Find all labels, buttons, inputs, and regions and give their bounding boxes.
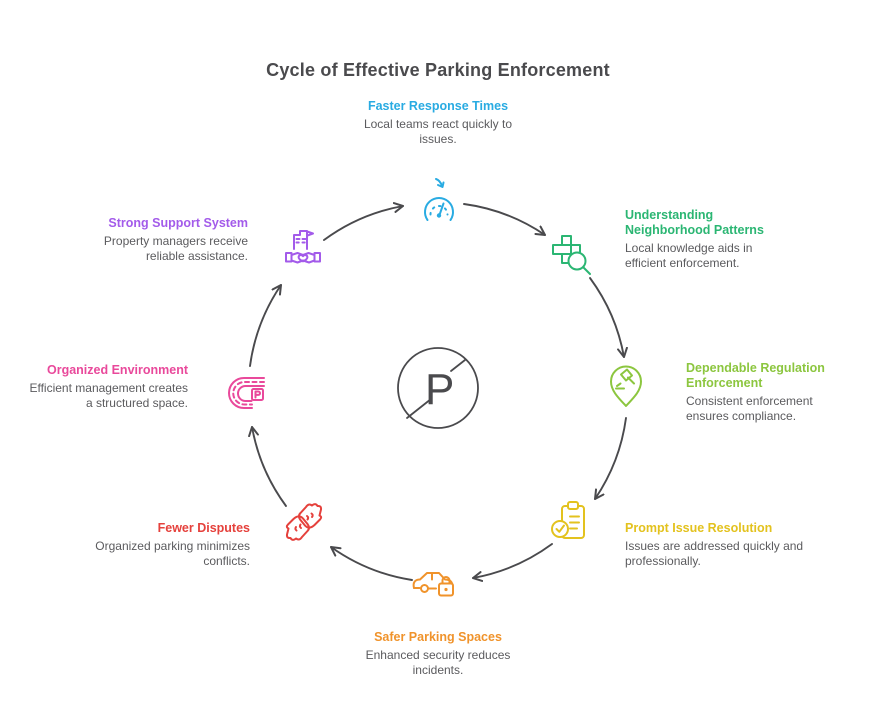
node-title: Fewer Disputes [157,521,250,535]
node-prompt-issue-resolution: Prompt Issue Resolution Issues are addre… [625,521,805,569]
node-description: Enhanced security reduces incidents. [365,648,511,677]
node-title: Dependable Regulation Enforcement [686,361,825,390]
arrow-right-to-bottomright [594,417,627,500]
speedometer-icon [410,176,466,228]
node-description: Efficient management creates a structure… [29,381,188,410]
node-strong-support-system: Strong Support System Property managers … [93,216,248,264]
arrow-bottomright-to-bottom [472,543,553,582]
building-handshake-icon [279,227,327,275]
node-description: Local knowledge aids in efficient enforc… [625,241,753,270]
node-understanding-neighborhood-patterns: Understanding Neighborhood Patterns Loca… [625,208,783,271]
node-title: Organized Environment [47,363,188,377]
node-faster-response-times: Faster Response Times Local teams react … [353,99,523,147]
arrow-bottomleft-to-left [248,426,287,507]
arrow-topright-to-right [589,277,628,358]
conflict-fists-icon [280,498,328,546]
checklist-clipboard-icon [548,499,596,547]
node-description: Property managers receive reliable assis… [103,234,248,263]
node-dependable-regulation-enforcement: Dependable Regulation Enforcement Consis… [686,361,836,424]
node-fewer-disputes: Fewer Disputes Organized parking minimiz… [90,521,250,569]
arrow-top-to-topright [463,203,546,236]
node-description: Local teams react quickly to issues. [363,117,513,146]
curved-road-parking-icon [222,366,270,414]
node-title: Strong Support System [108,216,248,230]
node-description: Issues are addressed quickly and profess… [625,539,804,568]
arrow-left-to-topleft [249,284,282,367]
center-emblem: P [394,344,482,432]
no-parking-sign-icon [397,347,479,429]
arrow-bottom-to-bottomleft [330,546,413,581]
node-title: Safer Parking Spaces [374,630,502,644]
node-title: Prompt Issue Resolution [625,521,773,535]
center-label: P [425,365,454,414]
arrow-topleft-to-top [323,202,404,241]
node-description: Organized parking minimizes conflicts. [95,539,250,568]
node-title: Faster Response Times [367,99,509,113]
diagram-title: Cycle of Effective Parking Enforcement [266,60,610,81]
node-organized-environment: Organized Environment Efficient manageme… [23,363,188,411]
map-blocks-magnifier-icon [547,231,595,279]
car-lock-icon [408,558,460,602]
node-title: Understanding Neighborhood Patterns [625,208,764,237]
node-safer-parking-spaces: Safer Parking Spaces Enhanced security r… [353,630,523,678]
gavel-pin-icon [602,362,650,410]
node-description: Consistent enforcement ensures complianc… [686,394,813,423]
